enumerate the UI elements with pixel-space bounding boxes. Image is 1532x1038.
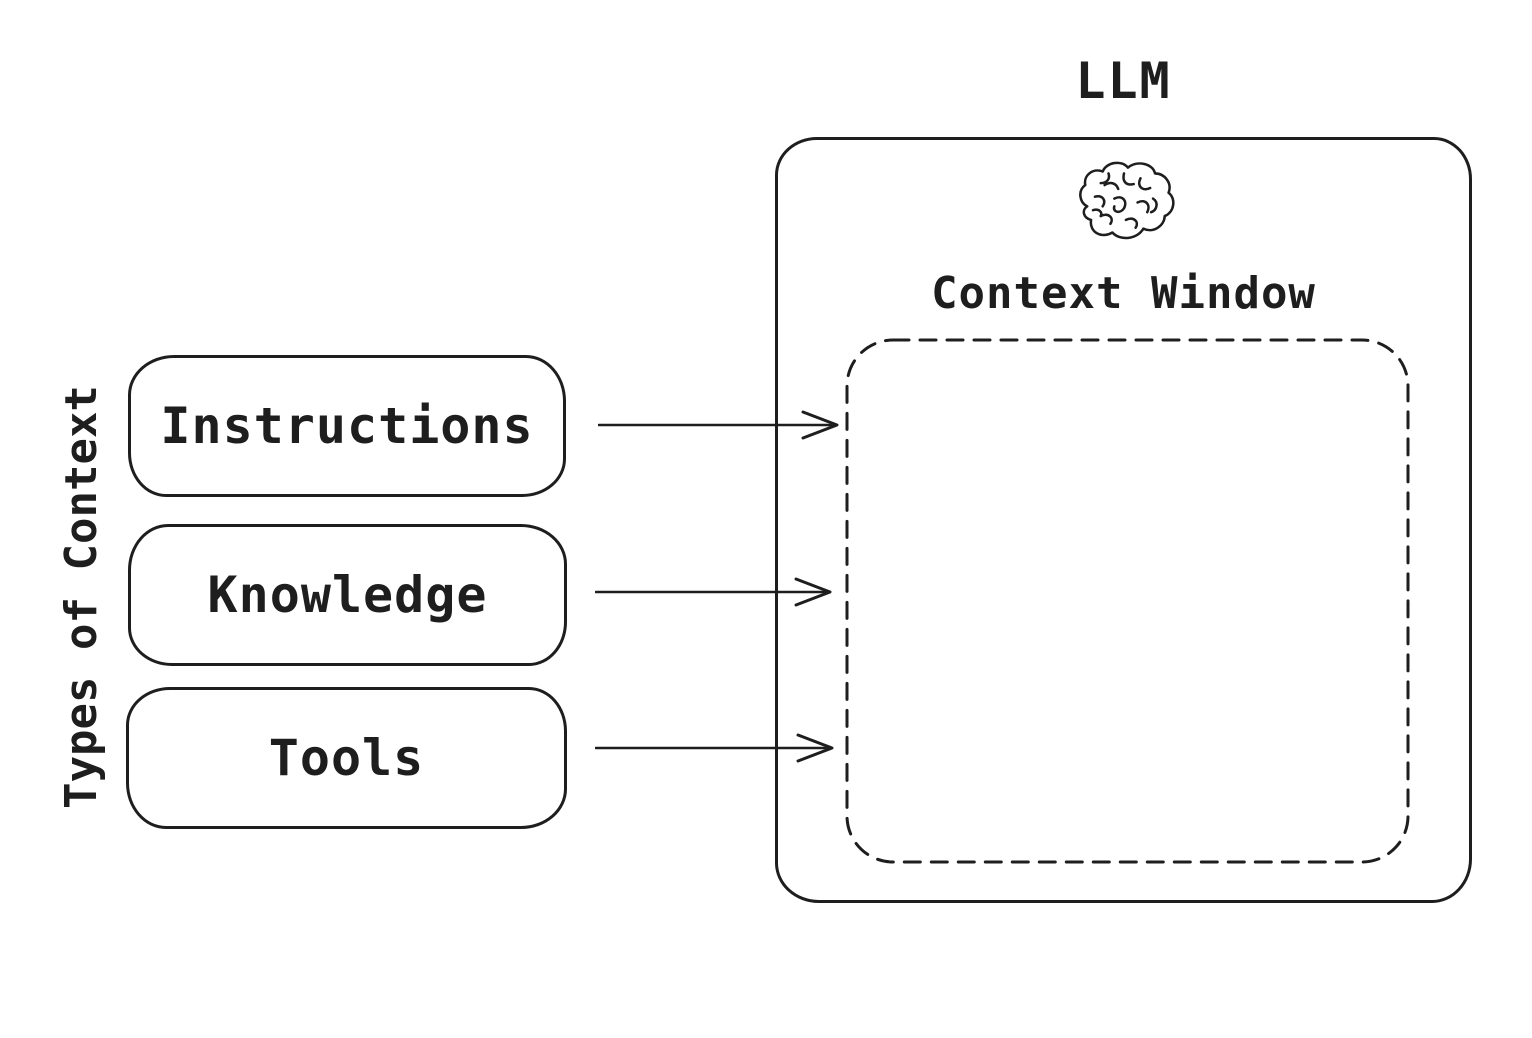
brain-icon	[1078, 161, 1175, 240]
context-type-box-knowledge: Knowledge	[128, 524, 567, 666]
arrow-knowledge-to-context-window	[595, 577, 832, 607]
side-label-types-of-context: Types of Context	[56, 385, 107, 809]
arrow-tools-to-context-window	[595, 733, 834, 763]
context-type-label-tools: Tools	[268, 729, 425, 787]
context-window-dashed-box	[845, 338, 1410, 864]
context-window-label: Context Window	[931, 268, 1316, 319]
arrow-instructions-to-context-window	[598, 410, 839, 440]
context-type-box-instructions: Instructions	[128, 355, 566, 497]
llm-title: LLM	[1075, 52, 1172, 110]
context-type-box-tools: Tools	[126, 687, 567, 829]
llm-container: Context Window	[775, 137, 1472, 903]
context-type-label-instructions: Instructions	[160, 397, 534, 455]
context-type-label-knowledge: Knowledge	[207, 566, 488, 624]
